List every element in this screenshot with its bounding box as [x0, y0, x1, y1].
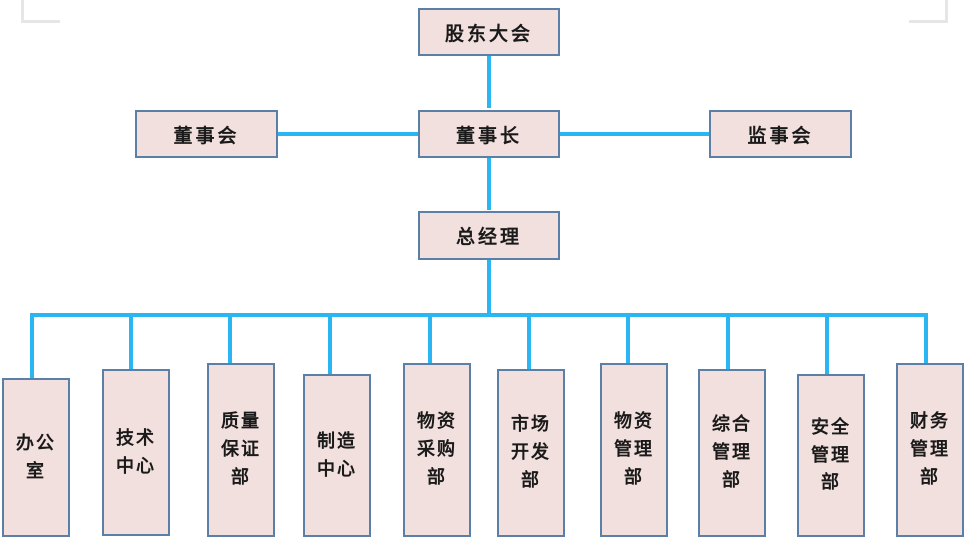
connector-drop-safety-management — [825, 313, 829, 376]
connector-drop-manufacturing-center — [328, 313, 332, 376]
node-board-of-directors[interactable]: 董事会 — [135, 110, 278, 158]
connector-drop-general-administration — [726, 313, 730, 371]
connector-drop-materials-procurement — [428, 313, 432, 365]
connector-drop-market-development — [527, 313, 531, 371]
node-label: 综合 管理 部 — [712, 414, 752, 490]
node-label: 监事会 — [747, 125, 814, 147]
connector-department-bus — [30, 313, 926, 317]
node-label: 市场 开发 部 — [511, 414, 551, 490]
node-department-safety-management[interactable]: 安全 管理 部 — [797, 374, 865, 537]
connector-chairman-to-board — [278, 132, 420, 136]
node-board-of-supervisors[interactable]: 监事会 — [709, 110, 852, 158]
crop-mark-top-right — [909, 0, 948, 23]
connector-drop-technology-center — [129, 313, 133, 371]
node-shareholders-meeting[interactable]: 股东大会 — [418, 8, 560, 56]
node-general-manager[interactable]: 总经理 — [418, 211, 560, 260]
node-department-quality-assurance[interactable]: 质量 保证 部 — [207, 363, 275, 537]
connector-shareholders-to-chairman — [487, 56, 491, 108]
node-department-materials-procurement[interactable]: 物资 采购 部 — [403, 363, 471, 537]
node-department-general-administration[interactable]: 综合 管理 部 — [698, 369, 766, 537]
connector-drop-office — [30, 313, 34, 380]
connector-chairman-to-supervisors — [559, 132, 711, 136]
node-label: 办公 室 — [16, 432, 56, 481]
node-department-market-development[interactable]: 市场 开发 部 — [497, 369, 565, 537]
crop-mark-top-left — [21, 0, 60, 23]
node-label: 财务 管理 部 — [910, 411, 950, 487]
node-chairman[interactable]: 董事长 — [418, 110, 560, 158]
connector-chairman-to-gm — [487, 158, 491, 210]
connector-drop-materials-management — [626, 313, 630, 365]
node-label: 总经理 — [455, 227, 522, 248]
connector-drop-finance-management — [924, 313, 928, 365]
node-label: 制造 中心 — [317, 430, 357, 479]
node-label: 物资 管理 部 — [614, 411, 654, 487]
node-department-technology-center[interactable]: 技术 中心 — [102, 369, 170, 536]
node-department-office[interactable]: 办公 室 — [2, 378, 70, 537]
connector-drop-quality-assurance — [228, 313, 232, 365]
node-label: 董事长 — [455, 125, 522, 147]
node-label: 安全 管理 部 — [811, 416, 851, 493]
node-label: 股东大会 — [444, 23, 533, 45]
node-label: 董事会 — [173, 125, 240, 147]
node-department-materials-management[interactable]: 物资 管理 部 — [600, 363, 668, 537]
connector-gm-to-bus — [487, 260, 491, 317]
node-department-finance-management[interactable]: 财务 管理 部 — [896, 363, 964, 537]
node-label: 质量 保证 部 — [221, 411, 261, 487]
node-label: 技术 中心 — [116, 427, 156, 476]
node-department-manufacturing-center[interactable]: 制造 中心 — [303, 374, 371, 537]
node-label: 物资 采购 部 — [417, 411, 457, 487]
